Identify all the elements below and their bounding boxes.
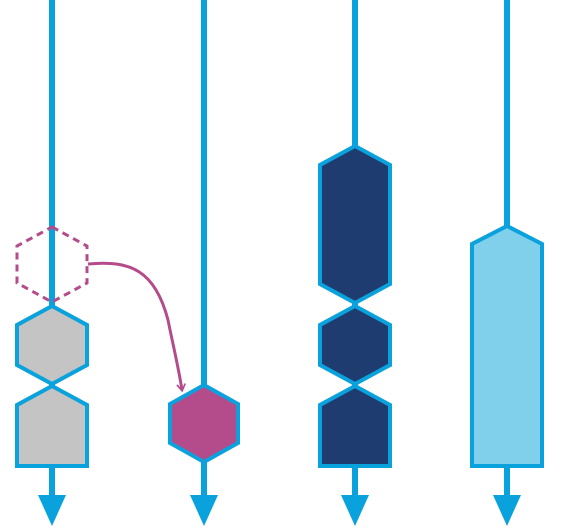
magenta-hexagon bbox=[168, 382, 240, 465]
navy-elongated-hexagon bbox=[318, 143, 392, 306]
lane-3 bbox=[318, 0, 392, 526]
move-arrow bbox=[87, 261, 186, 393]
gray-truncated-block bbox=[15, 383, 89, 468]
gray-hexagon bbox=[15, 303, 89, 387]
lane-arrowhead-icon bbox=[341, 495, 369, 526]
dashed-hexagon bbox=[15, 225, 89, 304]
lane-arrowhead-icon bbox=[493, 495, 521, 526]
light-blue-pentagon-block bbox=[470, 223, 544, 468]
navy-truncated-block bbox=[318, 383, 392, 468]
lane-2 bbox=[168, 0, 240, 526]
lane-1 bbox=[15, 0, 89, 526]
lane-arrowhead-icon bbox=[190, 495, 218, 526]
navy-hexagon bbox=[318, 303, 392, 387]
lane-4 bbox=[470, 0, 544, 526]
lane-arrowhead-icon bbox=[38, 495, 66, 526]
